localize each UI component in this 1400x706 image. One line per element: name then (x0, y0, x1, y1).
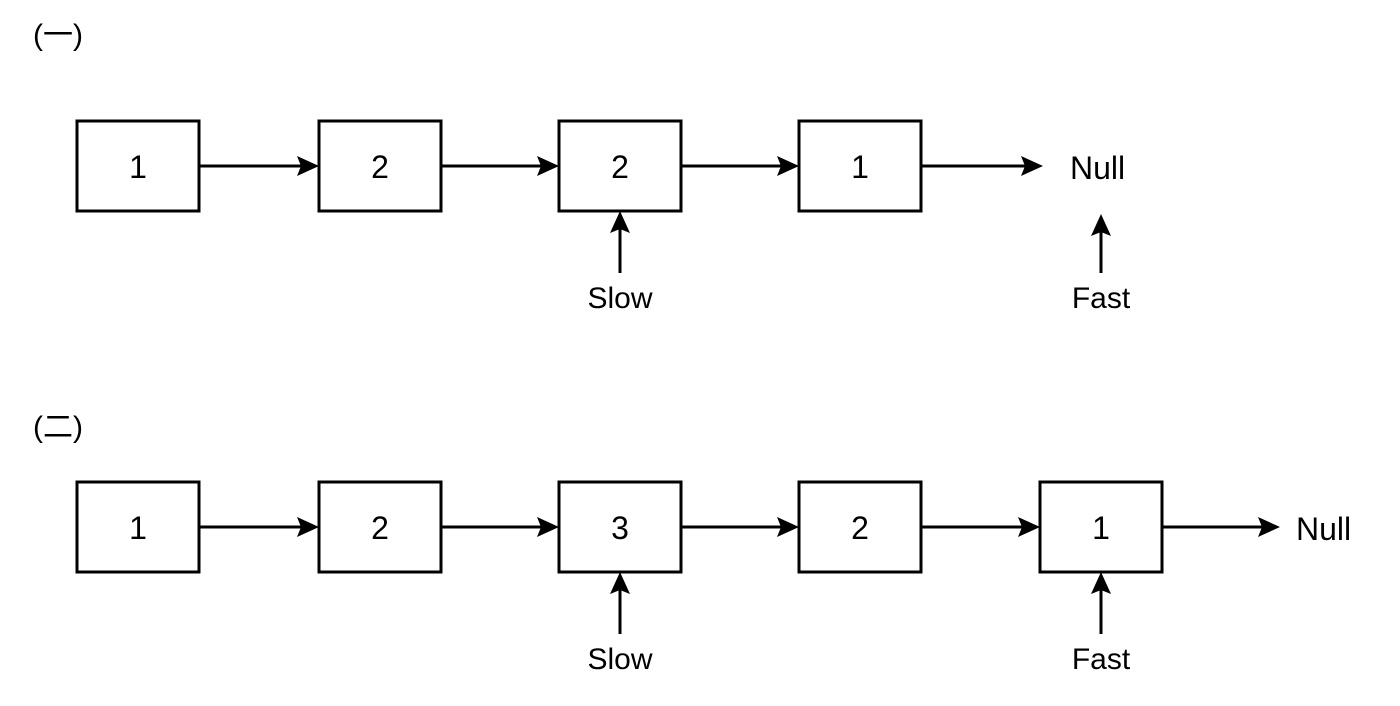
pointer-slow-label: Slow (587, 282, 652, 315)
part-one-node-4: 1 (797, 119, 923, 213)
pointer-slow-label: Slow (587, 643, 652, 676)
node-value: 1 (1092, 510, 1110, 546)
arrow-head-icon (1018, 517, 1040, 537)
part-two-terminal-null: Null (1296, 511, 1351, 547)
arrow-head-icon (297, 156, 319, 176)
node-value: 2 (371, 510, 389, 546)
arrow-head-icon (1091, 214, 1111, 236)
node-value: 3 (611, 510, 629, 546)
part-two-node-4: 2 (797, 480, 923, 574)
arrow-head-icon (610, 572, 630, 594)
arrow-head-icon (537, 156, 559, 176)
part-two-pointer-fast: Fast (1072, 572, 1131, 676)
arrow-head-icon (1021, 156, 1043, 176)
node-box (797, 480, 923, 574)
part-two-node-2: 2 (317, 480, 443, 574)
part-two-pointer-slow: Slow (587, 572, 653, 676)
part-two-node-5: 1 (1038, 480, 1164, 574)
part-two-node-3: 3 (557, 480, 683, 574)
arrow-head-icon (1091, 572, 1111, 594)
part-one-link-2-3 (441, 156, 559, 176)
part-one-pointer-slow: Slow (587, 211, 653, 315)
part-two-link-1-2 (199, 517, 319, 537)
part-one-link-4-null (921, 156, 1043, 176)
part-one-label: (一) (33, 19, 83, 52)
part-one-terminal-null: Null (1070, 150, 1125, 186)
node-box (557, 480, 683, 574)
pointer-fast-label: Fast (1072, 643, 1131, 676)
part-one-pointer-fast: Fast (1072, 214, 1131, 315)
arrow-head-icon (537, 517, 559, 537)
arrow-head-icon (777, 517, 799, 537)
node-value: 1 (129, 510, 147, 546)
part-two-link-3-4 (681, 517, 799, 537)
node-value: 2 (611, 149, 629, 185)
arrow-head-icon (610, 211, 630, 233)
node-value: 2 (851, 510, 869, 546)
part-two-link-2-3 (441, 517, 559, 537)
node-box (797, 119, 923, 213)
node-box (557, 119, 683, 213)
part-one-node-2: 2 (317, 119, 443, 213)
node-value: 1 (129, 149, 147, 185)
arrow-head-icon (297, 517, 319, 537)
node-box (75, 480, 201, 574)
arrow-head-icon (777, 156, 799, 176)
part-one-link-1-2 (199, 156, 319, 176)
node-value: 2 (371, 149, 389, 185)
node-box (317, 480, 443, 574)
part-two-link-5-null (1162, 517, 1280, 537)
node-value: 1 (851, 149, 869, 185)
node-box (75, 119, 201, 213)
part-one-node-1: 1 (75, 119, 201, 213)
part-two-link-4-5 (921, 517, 1040, 537)
part-one-node-3: 2 (557, 119, 683, 213)
arrow-head-icon (1258, 517, 1280, 537)
part-one-link-3-4 (681, 156, 799, 176)
pointer-fast-label: Fast (1072, 282, 1131, 315)
part-two-label: (二) (33, 411, 83, 444)
part-two-node-1: 1 (75, 480, 201, 574)
